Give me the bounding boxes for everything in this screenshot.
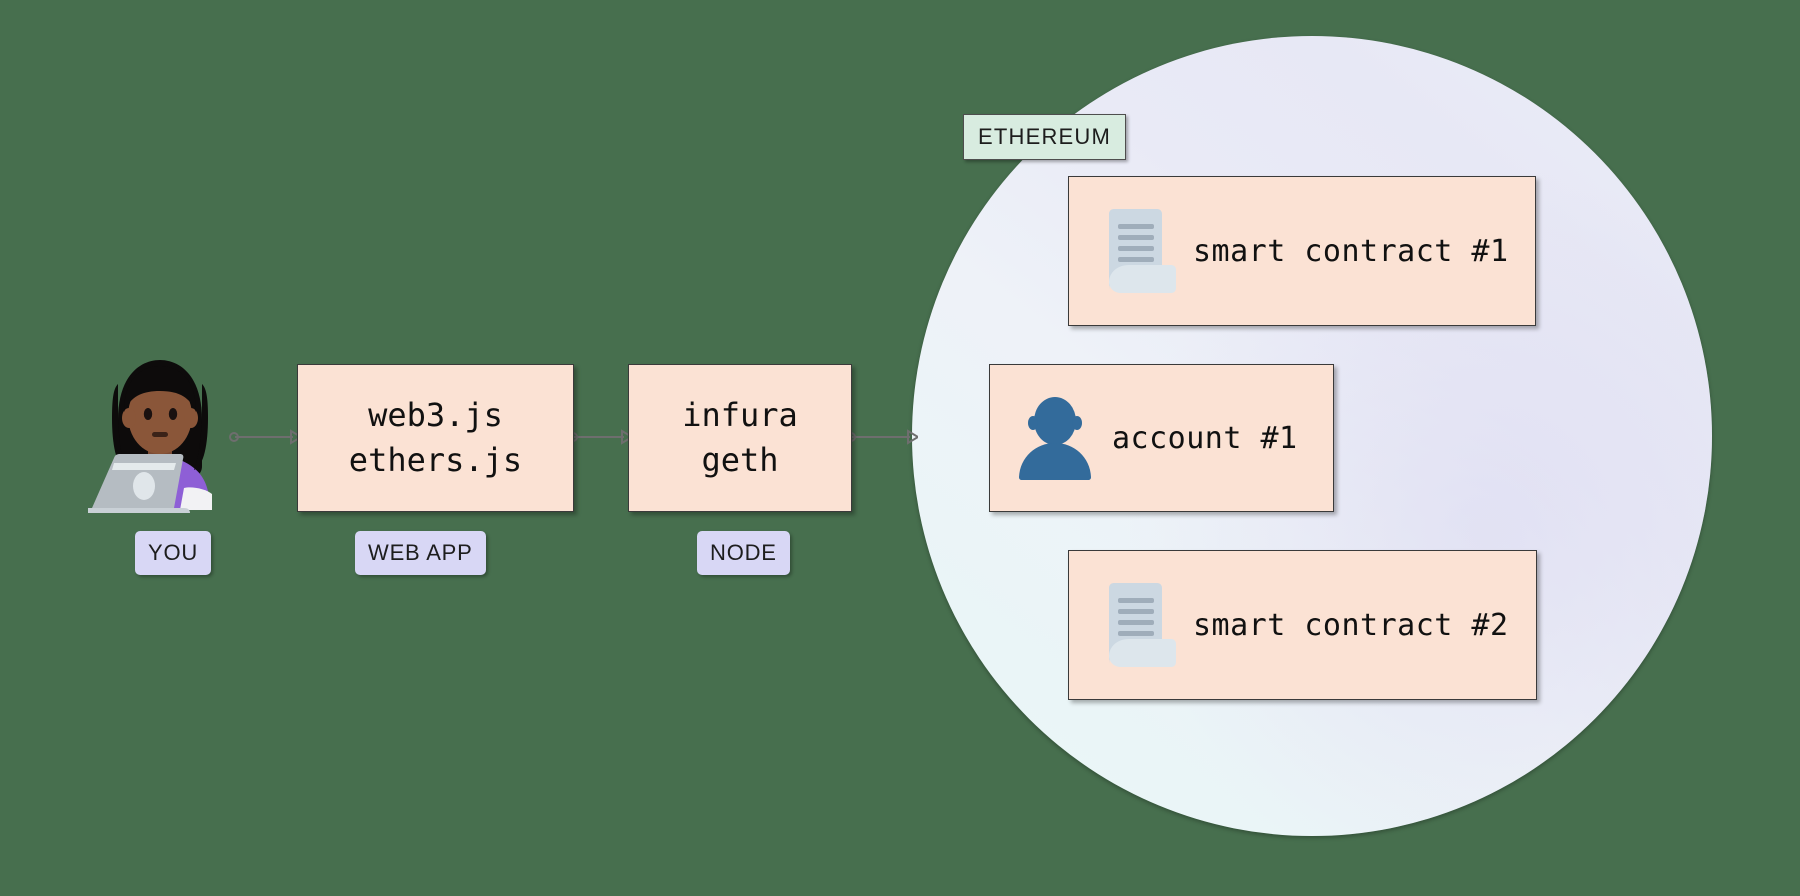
caption-you: YOU — [135, 531, 212, 575]
caption-node-text: NODE — [710, 540, 777, 565]
contract-scroll-icon — [1099, 208, 1177, 294]
connector-you-to-webapp — [229, 427, 303, 447]
smart-contract-2-label: smart contract #2 — [1193, 607, 1509, 643]
web-app-box[interactable]: web3.js ethers.js — [297, 364, 574, 512]
account-1-label: account #1 — [1112, 420, 1298, 456]
node-line-1: infura — [682, 395, 798, 434]
connector-node-to-ethereum — [846, 427, 920, 447]
web-app-line-2: ethers.js — [348, 441, 523, 479]
caption-web-app-text: WEB APP — [368, 540, 473, 565]
node-box[interactable]: infura geth — [628, 364, 852, 512]
contract-scroll-icon — [1099, 582, 1177, 668]
connector-webapp-to-node — [568, 427, 634, 447]
caption-node: NODE — [697, 531, 790, 575]
account-1-box[interactable]: account #1 — [989, 364, 1334, 512]
web-app-line-1: web3.js — [368, 395, 503, 434]
account-person-icon — [1016, 395, 1094, 481]
smart-contract-1-label: smart contract #1 — [1193, 233, 1509, 269]
woman-technologist-icon — [88, 358, 233, 513]
smart-contract-1-box[interactable]: smart contract #1 — [1068, 176, 1536, 326]
smart-contract-2-box[interactable]: smart contract #2 — [1068, 550, 1537, 700]
node-line-2: geth — [701, 441, 779, 479]
web-app-box-lines: web3.js ethers.js — [349, 393, 522, 484]
caption-web-app: WEB APP — [355, 531, 486, 575]
ethereum-label-text: ETHEREUM — [978, 124, 1112, 149]
node-box-lines: infura geth — [682, 393, 798, 484]
ethereum-label-tag: ETHEREUM — [963, 114, 1127, 160]
caption-you-text: YOU — [148, 540, 199, 565]
